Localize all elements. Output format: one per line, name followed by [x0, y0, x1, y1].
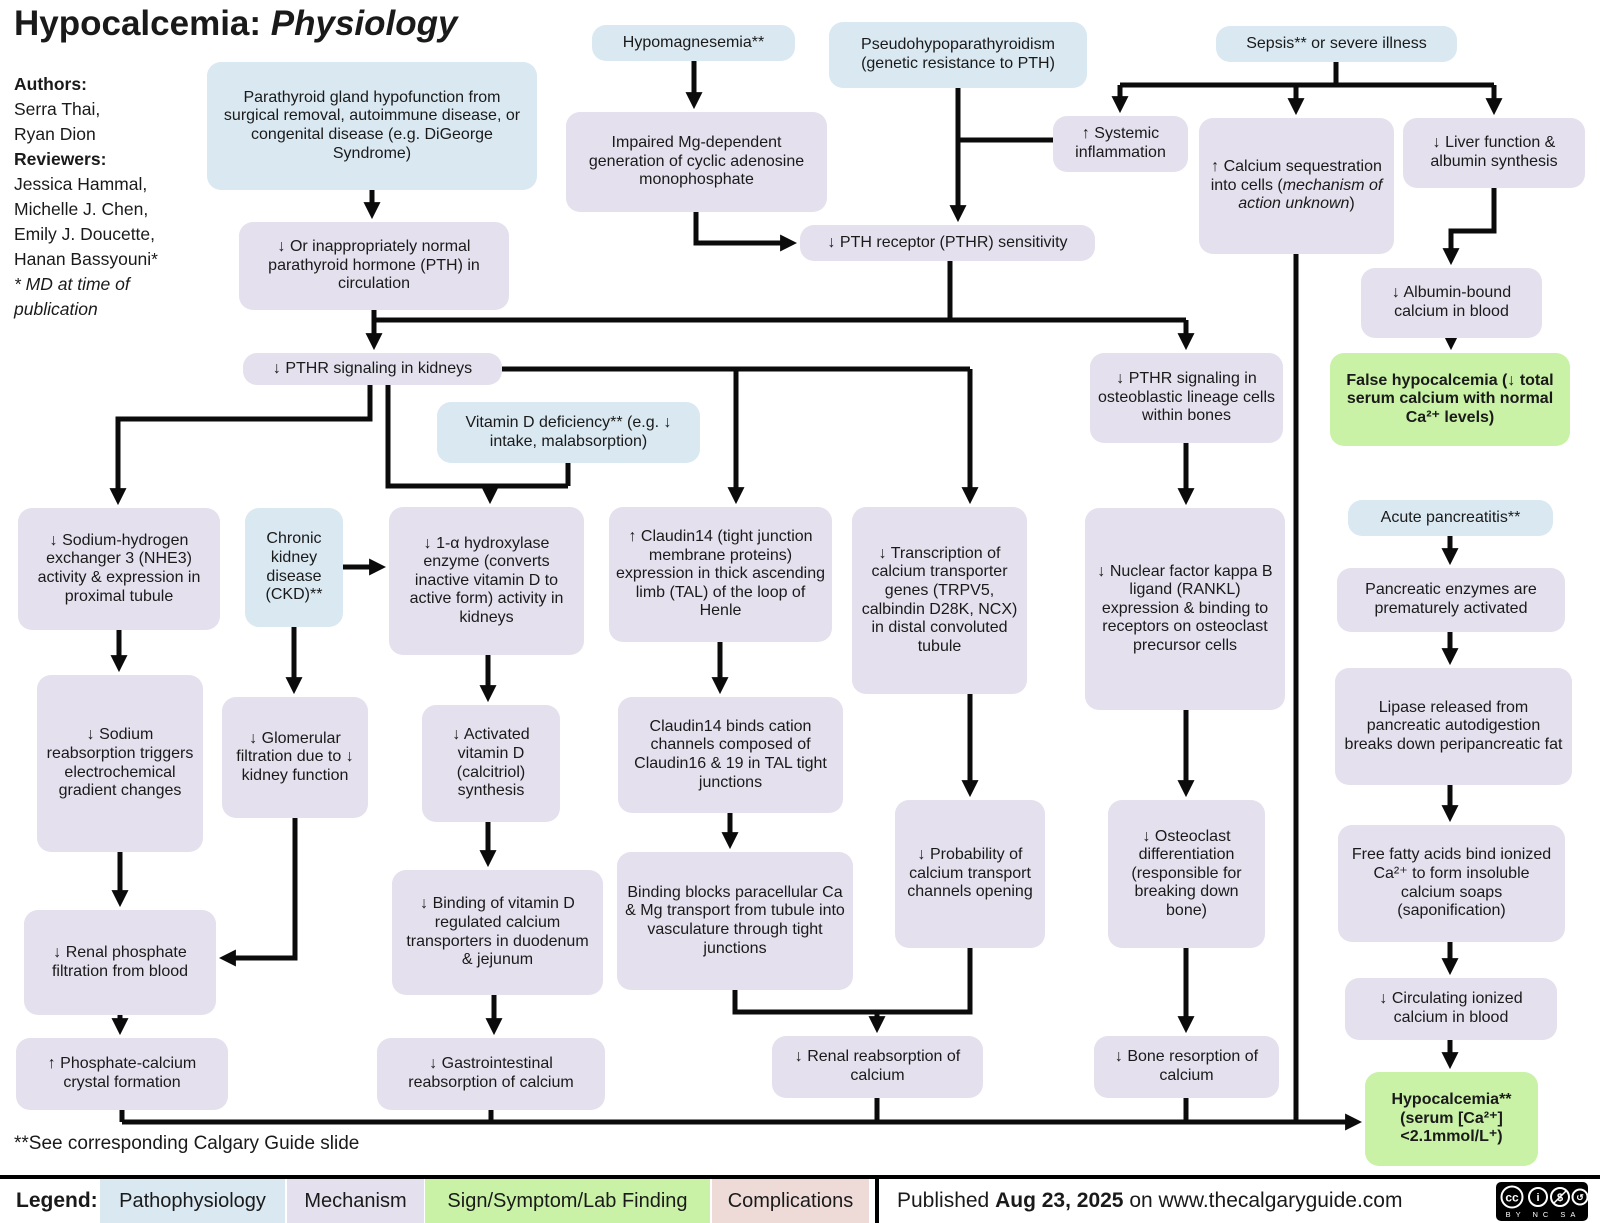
cc-license-icon: cc i $ ↺ BY NC SA: [1496, 1182, 1588, 1221]
node-binding-blocks-transport: Binding blocks paracellular Ca & Mg tran…: [617, 852, 853, 990]
node-text-post: ): [1349, 195, 1355, 213]
node-vitamin-d-deficiency: Vitamin D deficiency** (e.g. ↓ intake, m…: [437, 402, 700, 463]
node-phosphate-calcium-crystals: ↑ Phosphate-calcium crystal formation: [16, 1038, 228, 1110]
md-note: * MD at time of publication: [14, 274, 130, 319]
node-sepsis: Sepsis** or severe illness: [1216, 26, 1457, 62]
arrow: [693, 212, 798, 252]
authors-label: Authors:: [14, 74, 87, 94]
svg-text:cc: cc: [1505, 1191, 1519, 1205]
legend-item-sign-symptom: Sign/Symptom/Lab Finding: [425, 1179, 710, 1223]
page-title: Hypocalcemia: Physiology: [14, 4, 458, 44]
node-transcription-transporters: ↓ Transcription of calcium transporter g…: [852, 507, 1027, 694]
title-emphasis: Physiology: [270, 4, 458, 43]
node-circulating-ionized-calcium: ↓ Circulating ionized calcium in blood: [1345, 978, 1557, 1040]
svg-text:↺: ↺: [1576, 1193, 1584, 1203]
edge-blocks-probability-merge: [732, 948, 973, 1015]
edge-collector: [119, 254, 1299, 1122]
legend-item-pathophysiology: Pathophysiology: [100, 1179, 285, 1223]
node-gi-reabsorption: ↓ Gastrointestinal reabsorption of calci…: [377, 1038, 605, 1110]
node-glomerular-filtration: ↓ Glomerular filtration due to ↓ kidney …: [222, 697, 368, 818]
credits-block: Authors: Serra Thai, Ryan Dion Reviewers…: [14, 72, 204, 322]
node-lipase-released: Lipase released from pancreatic autodige…: [1335, 668, 1572, 785]
node-acute-pancreatitis: Acute pancreatitis**: [1348, 500, 1553, 536]
node-binding-vitamin-d: ↓ Binding of vitamin D regulated calcium…: [392, 870, 603, 995]
node-pseudohypoparathyroidism: Pseudohypoparathyroidism (genetic resist…: [829, 22, 1087, 88]
node-osteoclast-differentiation: ↓ Osteoclast differentiation (responsibl…: [1108, 800, 1265, 948]
published-date: Aug 23, 2025: [995, 1189, 1124, 1212]
node-calcium-sequestration: ↑ Calcium sequestration into cells (mech…: [1199, 118, 1394, 254]
legend-divider: [875, 1179, 879, 1223]
published-prefix: Published: [897, 1189, 996, 1212]
edge-sepsis-split: [1120, 62, 1494, 88]
arrow: [109, 385, 373, 506]
reviewers-label: Reviewers:: [14, 149, 107, 169]
node-impaired-mg-camp: Impaired Mg-dependent generation of cycl…: [566, 112, 827, 212]
arrow: [1442, 188, 1497, 266]
arrow: [218, 818, 298, 967]
node-false-hypocalcemia: False hypocalcemia (↓ total serum calciu…: [1330, 353, 1570, 446]
node-hypomagnesemia: Hypomagnesemia**: [592, 25, 795, 61]
node-systemic-inflammation: ↑ Systemic inflammation: [1053, 116, 1188, 172]
published-url: on www.thecalgaryguide.com: [1123, 1189, 1403, 1212]
edge-kidneys-vitd-merge: [385, 385, 571, 489]
node-liver-function: ↓ Liver function & albumin synthesis: [1403, 118, 1585, 188]
node-sodium-reabsorption: ↓ Sodium reabsorption triggers electroch…: [37, 675, 203, 852]
node-rankl-expression: ↓ Nuclear factor kappa B ligand (RANKL) …: [1085, 508, 1285, 710]
node-free-fatty-acids: Free fatty acids bind ionized Ca²⁺ to fo…: [1338, 825, 1565, 942]
node-probability-channels: ↓ Probability of calcium transport chann…: [895, 800, 1045, 948]
node-1-alpha-hydroxylase: ↓ 1-α hydroxylase enzyme (converts inact…: [389, 507, 584, 655]
svg-text:i: i: [1536, 1192, 1539, 1204]
edge-main-horizontal: [371, 261, 1186, 323]
node-pthr-sensitivity: ↓ PTH receptor (PTHR) sensitivity: [800, 225, 1095, 261]
node-text: ↑ Calcium sequestration into cells (mech…: [1206, 158, 1387, 214]
node-claudin14-expression: ↑ Claudin14 (tight junction membrane pro…: [609, 507, 832, 642]
node-bone-resorption: ↓ Bone resorption of calcium: [1094, 1036, 1279, 1098]
node-pthr-signaling-kidneys: ↓ PTHR signaling in kidneys: [243, 353, 502, 385]
legend-bar: Legend: Pathophysiology Mechanism Sign/S…: [0, 1175, 1600, 1223]
legend-item-mechanism: Mechanism: [287, 1179, 424, 1223]
node-renal-reabsorption: ↓ Renal reabsorption of calcium: [772, 1036, 983, 1098]
node-albumin-bound-calcium: ↓ Albumin-bound calcium in blood: [1361, 268, 1542, 338]
cc-badge-text: BY NC SA: [1506, 1210, 1581, 1219]
node-parathyroid-hypofunction: Parathyroid gland hypofunction from surg…: [207, 62, 537, 190]
node-text-pre: ↑ Calcium sequestration into cells (: [1210, 158, 1382, 194]
node-renal-phosphate-filtration: ↓ Renal phosphate filtration from blood: [24, 910, 216, 1015]
node-activated-vitamin-d: ↓ Activated vitamin D (calcitriol) synth…: [422, 705, 560, 822]
node-chronic-kidney-disease: Chronic kidney disease (CKD)**: [245, 508, 343, 627]
reviewers-list: Jessica Hammal, Michelle J. Chen, Emily …: [14, 174, 158, 269]
legend-item-complications: Complications: [712, 1179, 869, 1223]
node-pth-in-circulation: ↓ Or inappropriately normal parathyroid …: [239, 222, 509, 310]
legend-label: Legend:: [16, 1189, 98, 1212]
node-hypocalcemia-final: Hypocalcemia** (serum [Ca²⁺] <2.1mmol/L⁺…: [1365, 1072, 1538, 1166]
node-nhe3-exchanger: ↓ Sodium-hydrogen exchanger 3 (NHE3) act…: [18, 508, 220, 630]
node-claudin14-binds: Claudin14 binds cation channels composed…: [618, 697, 843, 813]
footnote: **See corresponding Calgary Guide slide: [14, 1133, 360, 1154]
published-line: Published Aug 23, 2025 on www.thecalgary…: [897, 1179, 1402, 1223]
node-pthr-signaling-osteoblastic: ↓ PTHR signaling in osteoblastic lineage…: [1090, 353, 1283, 443]
title-main: Hypocalcemia:: [14, 4, 271, 43]
node-text-italic: mechanism of action unknown: [1238, 176, 1383, 213]
authors-list: Serra Thai, Ryan Dion: [14, 99, 101, 144]
node-pancreatic-enzymes: Pancreatic enzymes are prematurely activ…: [1337, 568, 1565, 632]
